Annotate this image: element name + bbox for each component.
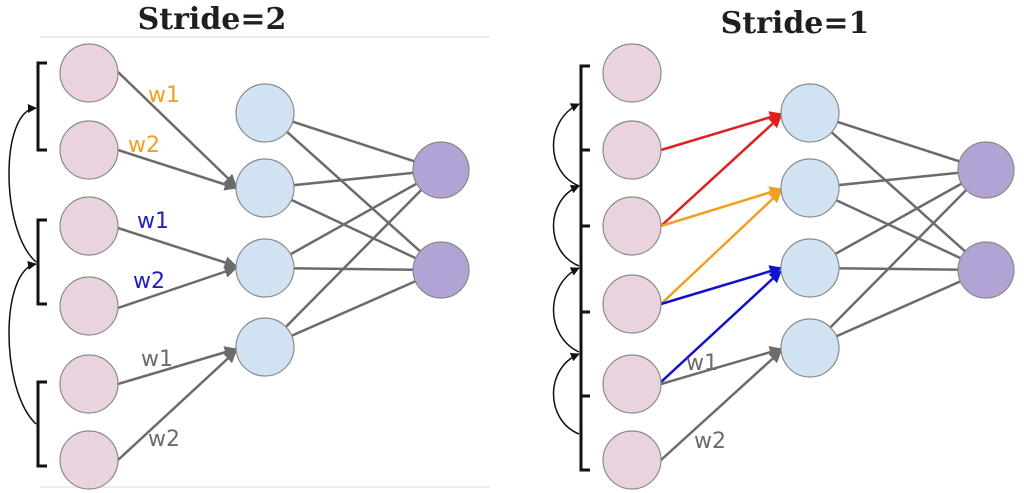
left-output-nodes: [412, 141, 470, 299]
weight-label: w1: [137, 209, 169, 234]
input-node: [602, 274, 662, 334]
left-panel: Stride=2: [8, 2, 470, 490]
weight-label: w1: [141, 347, 173, 372]
stride-jump-arrow: [552, 267, 580, 353]
edge: [265, 168, 442, 270]
weight-label: w2: [133, 269, 165, 294]
input-node: [602, 354, 662, 414]
input-node: [59, 354, 119, 414]
stride-jump-arrow: [8, 260, 37, 425]
right-panel: Stride=1: [552, 6, 1015, 490]
edge: [265, 111, 442, 172]
edge: [809, 168, 987, 270]
right-stride-jumps: [552, 103, 580, 435]
weight-label: w1: [148, 83, 180, 108]
hidden-node: [780, 238, 840, 298]
output-node: [412, 141, 470, 199]
edge: [265, 186, 442, 272]
right-hidden-nodes: [780, 83, 840, 378]
left-weight-labels: w1 w2 w1 w2 w1 w2: [128, 83, 180, 452]
input-node: [602, 196, 662, 256]
weight-label: w2: [694, 429, 726, 454]
right-hidden-output-edges: [809, 111, 987, 350]
input-node: [59, 276, 119, 336]
red-arrow: [660, 115, 782, 227]
stride-jump-arrow: [552, 352, 580, 435]
output-node: [957, 241, 1015, 299]
right-weight-labels: w1 w2: [686, 351, 726, 454]
arrow: [117, 350, 237, 461]
right-input-nodes: [602, 43, 662, 490]
stride-jump-arrow: [552, 103, 580, 187]
edge: [265, 168, 442, 190]
arrow: [117, 265, 238, 310]
weight-label: w2: [148, 427, 180, 452]
hidden-node: [780, 158, 840, 218]
left-brackets: [36, 61, 47, 468]
input-node: [59, 430, 119, 490]
left-stride-jumps: [8, 103, 37, 425]
edge: [809, 111, 987, 172]
hidden-node: [235, 158, 295, 218]
hidden-node: [780, 83, 840, 143]
right-output-nodes: [957, 141, 1015, 299]
right-panel-title: Stride=1: [721, 6, 870, 41]
edge: [809, 169, 987, 349]
arrow: [660, 350, 782, 461]
right-brackets: [579, 64, 590, 472]
left-input-nodes: [59, 43, 119, 490]
bracket: [579, 148, 590, 228]
orange-arrow: [660, 190, 782, 305]
arrow: [117, 71, 237, 187]
hidden-node: [780, 318, 840, 378]
input-node: [602, 43, 662, 103]
left-hidden-output-edges: [265, 111, 442, 349]
edge: [809, 186, 987, 272]
left-input-hidden-arrows: [117, 71, 238, 461]
input-node: [59, 120, 119, 180]
input-node: [59, 196, 119, 256]
blue-arrow: [660, 265, 783, 306]
edge: [265, 112, 442, 271]
left-hidden-nodes: [235, 83, 295, 377]
bracket: [579, 310, 590, 398]
arrow: [660, 346, 783, 386]
weight-label: w1: [686, 351, 718, 376]
input-node: [602, 120, 662, 180]
edge: [809, 112, 987, 271]
input-node: [602, 430, 662, 490]
hidden-node: [235, 83, 295, 143]
arrow: [117, 226, 238, 269]
output-node: [412, 241, 470, 299]
orange-arrow: [660, 186, 783, 228]
stride-jump-arrow: [552, 184, 580, 267]
bracket: [36, 380, 47, 468]
edge: [265, 268, 442, 349]
right-input-hidden-arrows: [660, 111, 783, 461]
weight-label: w2: [128, 133, 160, 158]
arrow: [117, 148, 238, 191]
hidden-node: [235, 317, 295, 377]
bracket: [36, 61, 47, 152]
hidden-node: [235, 238, 295, 298]
edge: [265, 266, 442, 272]
bracket: [36, 218, 47, 306]
input-node: [59, 43, 119, 103]
bracket: [579, 394, 590, 472]
arrow: [117, 346, 238, 386]
red-arrow: [660, 111, 783, 152]
bracket: [579, 224, 590, 314]
edge: [265, 169, 442, 348]
output-node: [957, 141, 1015, 199]
left-panel-title: Stride=2: [138, 2, 287, 37]
bracket: [579, 64, 590, 152]
stride-jump-arrow: [8, 103, 37, 263]
edge: [809, 268, 987, 350]
blue-arrow: [660, 270, 782, 383]
